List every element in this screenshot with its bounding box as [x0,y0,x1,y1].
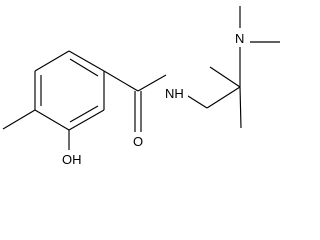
ring-bond-c5-c6 [68,109,105,131]
amine-n-label: N [233,29,248,46]
carbonyl-o-text: O [133,134,143,149]
amide-nh-label: NH [163,84,188,101]
ring-bond-c1-c2 [68,50,105,72]
ch2-quaternary-bond [206,86,241,109]
ring-methyl-bond [2,109,36,130]
benzene-ring [34,50,105,131]
gem-methyl-bond [209,66,241,88]
ring-bond-c2-c3 [34,50,70,72]
ring-carbonyl-bond [103,70,139,92]
ring-bond-c4-c5 [34,109,70,131]
ring-double-bond-inner [69,105,99,123]
amine-n-text: N [235,31,244,46]
amide-nh-text: NH [165,86,184,101]
ring-double-bond-inner [69,58,99,77]
chemical-structure-diagram: N NH O OH [2,6,280,167]
gem-methyl-bond [239,86,242,129]
carbonyl-o-label: O [131,132,146,149]
hydroxyl-label: OH [61,150,87,167]
amide-bond [137,74,167,92]
hydroxyl-text: OH [62,152,82,167]
